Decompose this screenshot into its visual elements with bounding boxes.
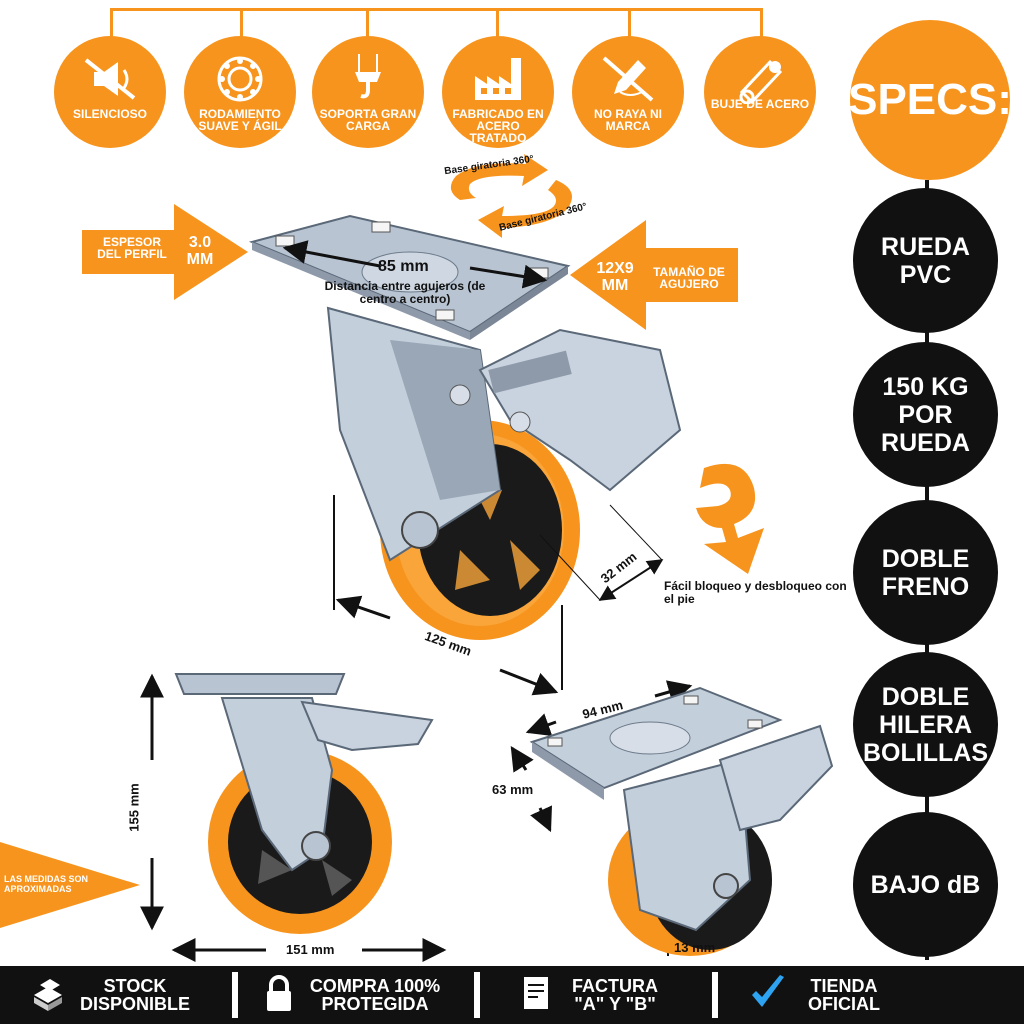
caster-main-illustration [248,214,682,640]
box-stack-icon [30,975,70,1016]
footer-factura: FACTURA "A" Y "B" [522,966,670,1024]
feature-bracket-tick [628,8,631,38]
footer-bar: STOCK DISPONIBLE COMPRA 100% PROTEGIDA F… [0,966,1024,1024]
feature-bracket-tick [496,8,499,38]
footer-stock: STOCK DISPONIBLE [30,966,190,1024]
agujero-arrow [570,220,738,330]
rotation-arrow-icon [450,154,572,238]
feature-carga: Soporta gran carga [312,36,424,148]
footer-compra: COMPRA 100% PROTEGIDA [266,966,450,1024]
feature-label: Fabricado en acero tratado [452,107,544,145]
footer-tienda: TIENDA OFICIAL [750,966,892,1024]
footer-label: FACTURA "A" Y "B" [572,976,658,1014]
feature-rodamiento: Rodamiento suave y ágil [184,36,296,148]
no-scratch-icon [572,54,684,104]
feature-silencioso: Silencioso [54,36,166,148]
espesor-label: ESPESOR DEL PERFIL [97,235,167,261]
alto-total-dim: 155 mm [126,783,142,832]
footer-label: STOCK DISPONIBLE [80,976,191,1014]
medidas-note: LAS MEDIDAS SON APROXIMADAS [4,874,89,894]
espesor-arrow [82,204,248,300]
agujero-value: 12X9 MM [596,260,634,294]
feature-acero: Fabricado en acero tratado [442,36,554,148]
feature-bracket-tick [240,8,243,38]
feature-no-raya: No raya ni marca [572,36,684,148]
agujero-label: TAMAÑO DE AGUJERO [653,265,725,291]
feature-label: Silencioso [72,107,147,121]
feature-label: Soporta gran carga [319,107,417,133]
feature-label: Buje de acero [710,97,810,111]
feature-bracket [110,8,762,11]
feature-label: Rodamiento suave y ágil [198,107,282,133]
bearing-icon [184,54,296,104]
dimension-lines [140,240,693,962]
footer-divider [474,972,480,1018]
medidas-flag [0,842,140,928]
feature-bracket-tick [110,8,113,38]
mute-icon [54,54,166,104]
spec-rueda-pvc: RUEDA PVC [853,188,998,333]
feature-buje: Buje de acero [704,36,816,148]
spec-carga: 150 KG POR RUEDA [853,342,998,487]
specs-title: SPECS: [848,20,1012,180]
factory-icon [442,54,554,104]
caster-top-illustration [529,686,834,956]
footer-label: COMPRA 100% PROTEGIDA [309,976,441,1014]
tube-icon [704,54,816,104]
feature-bracket-tick [760,8,763,38]
footer-divider [712,972,718,1018]
feature-bracket-tick [366,8,369,38]
spec-bajo-db: BAJO dB [853,812,998,957]
caster-side-illustration [174,673,434,934]
checkmark-icon [750,974,786,1016]
hook-icon [312,54,424,104]
feature-label: No raya ni marca [593,107,663,133]
footer-divider [232,972,238,1018]
spec-bolillas: DOBLE HILERA BOLILLAS [853,652,998,797]
padlock-icon [266,974,292,1016]
distancia-label: Distancia entre agujeros (de centro a ce… [324,279,486,306]
offset-dim: 13 mm [674,940,716,955]
placa-ancho-dim: 63 mm [492,782,534,797]
espesor-value: 3.0 MM [186,234,214,268]
ancho-total-dim: 151 mm [286,942,335,957]
lock-arrow-icon [696,463,764,574]
spec-freno: DOBLE FRENO [853,500,998,645]
distancia-value: 85 mm [378,258,429,275]
bloqueo-label: Fácil bloqueo y desbloqueo con el pie [664,579,847,606]
footer-label: TIENDA OFICIAL [808,976,880,1014]
invoice-icon [522,975,550,1016]
